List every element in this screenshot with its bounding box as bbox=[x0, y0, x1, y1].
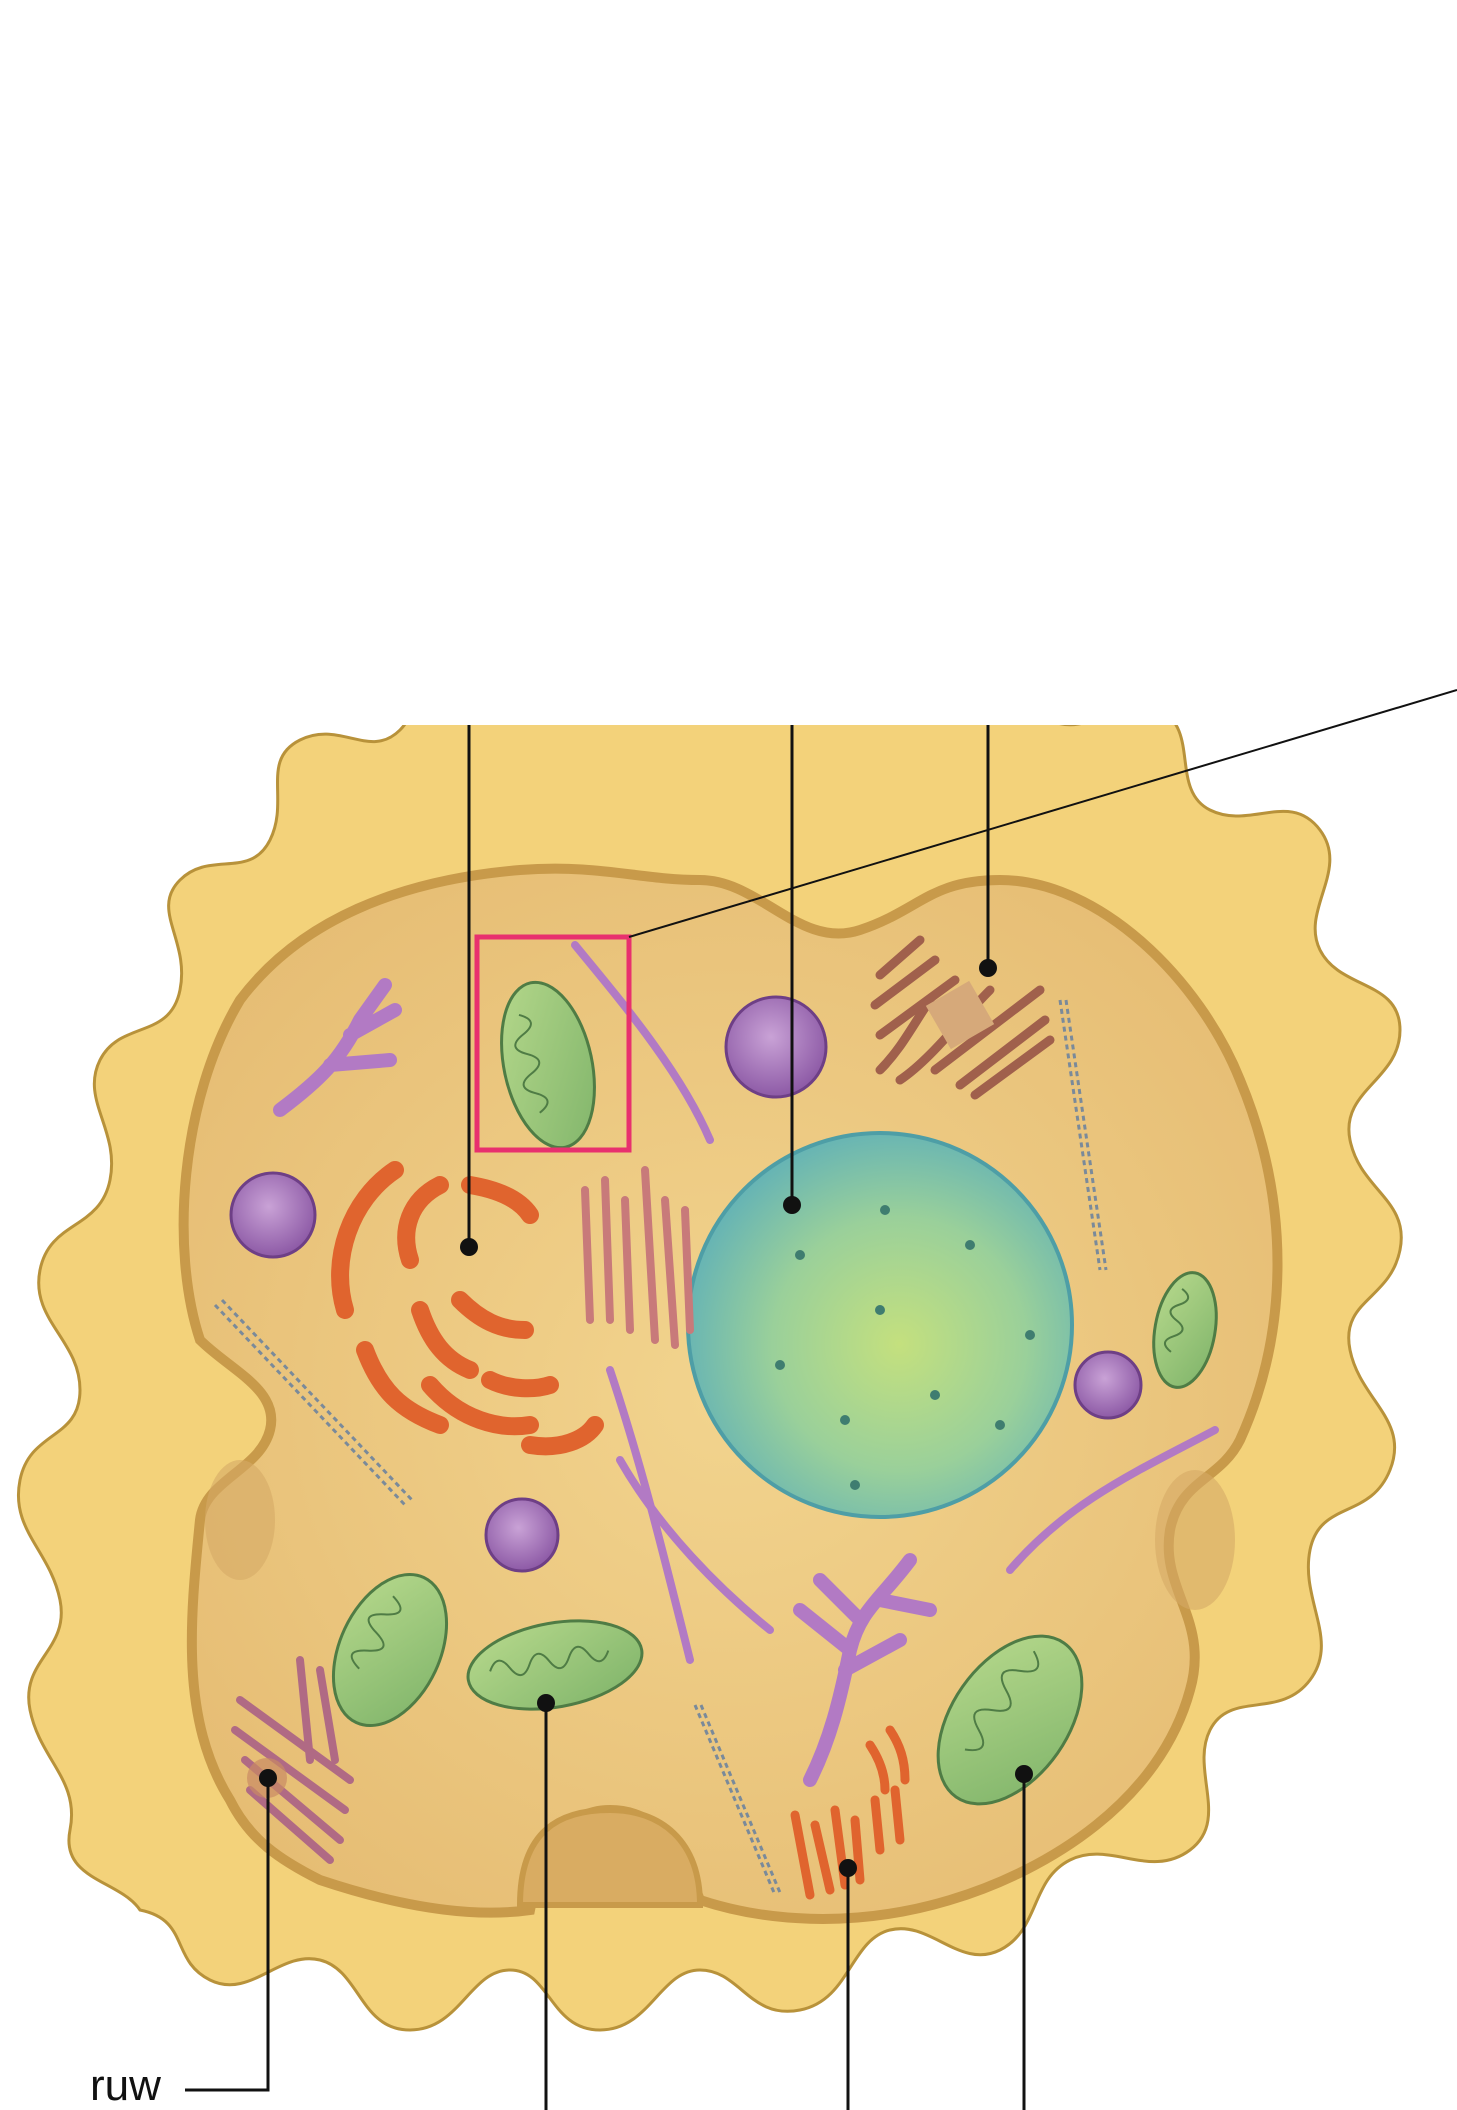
nucleus bbox=[688, 1133, 1072, 1517]
membrane-fold-right bbox=[1155, 1470, 1235, 1610]
membrane-fold-left bbox=[205, 1460, 275, 1580]
blank-top-area bbox=[0, 0, 1457, 725]
label-ruw: ruw bbox=[90, 2061, 161, 2110]
